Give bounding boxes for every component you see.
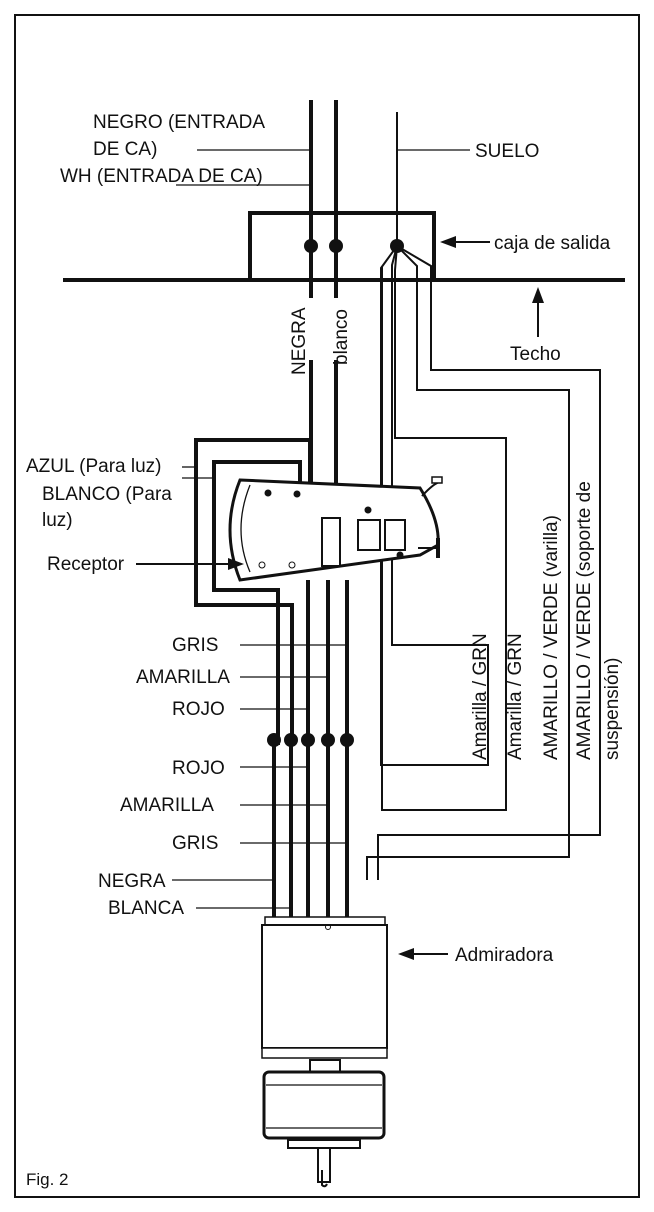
- wire-bundle: [272, 580, 349, 920]
- label-amarilla-bottom: AMARILLA: [120, 795, 214, 816]
- arrow-admiradora: [398, 948, 448, 960]
- label-blanco-vertical: blanco: [331, 309, 352, 365]
- leader-lines: [172, 149, 470, 909]
- label-negro-entrada-2: DE CA): [93, 139, 157, 160]
- label-admiradora: Admiradora: [455, 945, 554, 966]
- label-negra-bottom: NEGRA: [98, 871, 166, 892]
- label-amarilla-grn-1: Amarilla / GRN: [470, 633, 491, 760]
- wire-blue-loop: [194, 438, 312, 745]
- label-amarillo-verde-soporte-1: AMARILLO / VERDE (soporte de: [574, 481, 595, 760]
- label-amarillo-verde-varilla: AMARILLO / VERDE (varilla): [541, 515, 562, 760]
- arrow-receptor: [136, 558, 244, 570]
- label-fig: Fig. 2: [26, 1170, 69, 1189]
- figure-border: [14, 14, 640, 1198]
- label-wh-entrada: WH (ENTRADA DE CA): [60, 166, 263, 187]
- label-caja-de-salida: caja de salida: [494, 233, 611, 254]
- connector-black: [304, 239, 318, 253]
- arrow-techo: [532, 287, 544, 337]
- label-amarillo-verde-soporte-2: suspensión): [602, 658, 623, 760]
- connector-white: [329, 239, 343, 253]
- label-gris-top: GRIS: [172, 635, 218, 656]
- label-azul: AZUL (Para luz): [26, 456, 162, 477]
- label-techo: Techo: [510, 344, 561, 365]
- label-blanca-bottom: BLANCA: [108, 898, 184, 919]
- label-amarilla-top: AMARILLA: [136, 667, 230, 688]
- ground-leads: [366, 245, 601, 880]
- receiver: [228, 476, 443, 582]
- label-gris-bottom: GRIS: [172, 833, 218, 854]
- label-rojo-top: ROJO: [172, 699, 225, 720]
- outlet-box: [248, 211, 436, 280]
- label-rojo-bottom: ROJO: [172, 758, 225, 779]
- label-negro-entrada-1: NEGRO (ENTRADA: [93, 112, 265, 133]
- label-amarilla-grn-2: Amarilla / GRN: [505, 633, 526, 760]
- label-blanco-para-luz-2: luz): [42, 510, 73, 531]
- arrow-caja: [440, 236, 490, 248]
- wire-connectors: [267, 733, 354, 747]
- label-suelo: SUELO: [475, 141, 539, 162]
- label-negra-vertical: NEGRA: [289, 307, 310, 375]
- fan-motor: [261, 916, 388, 1188]
- label-receptor: Receptor: [47, 554, 125, 575]
- label-blanco-para-luz-1: BLANCO (Para: [42, 484, 172, 505]
- wire-white-light-loop: [212, 460, 302, 745]
